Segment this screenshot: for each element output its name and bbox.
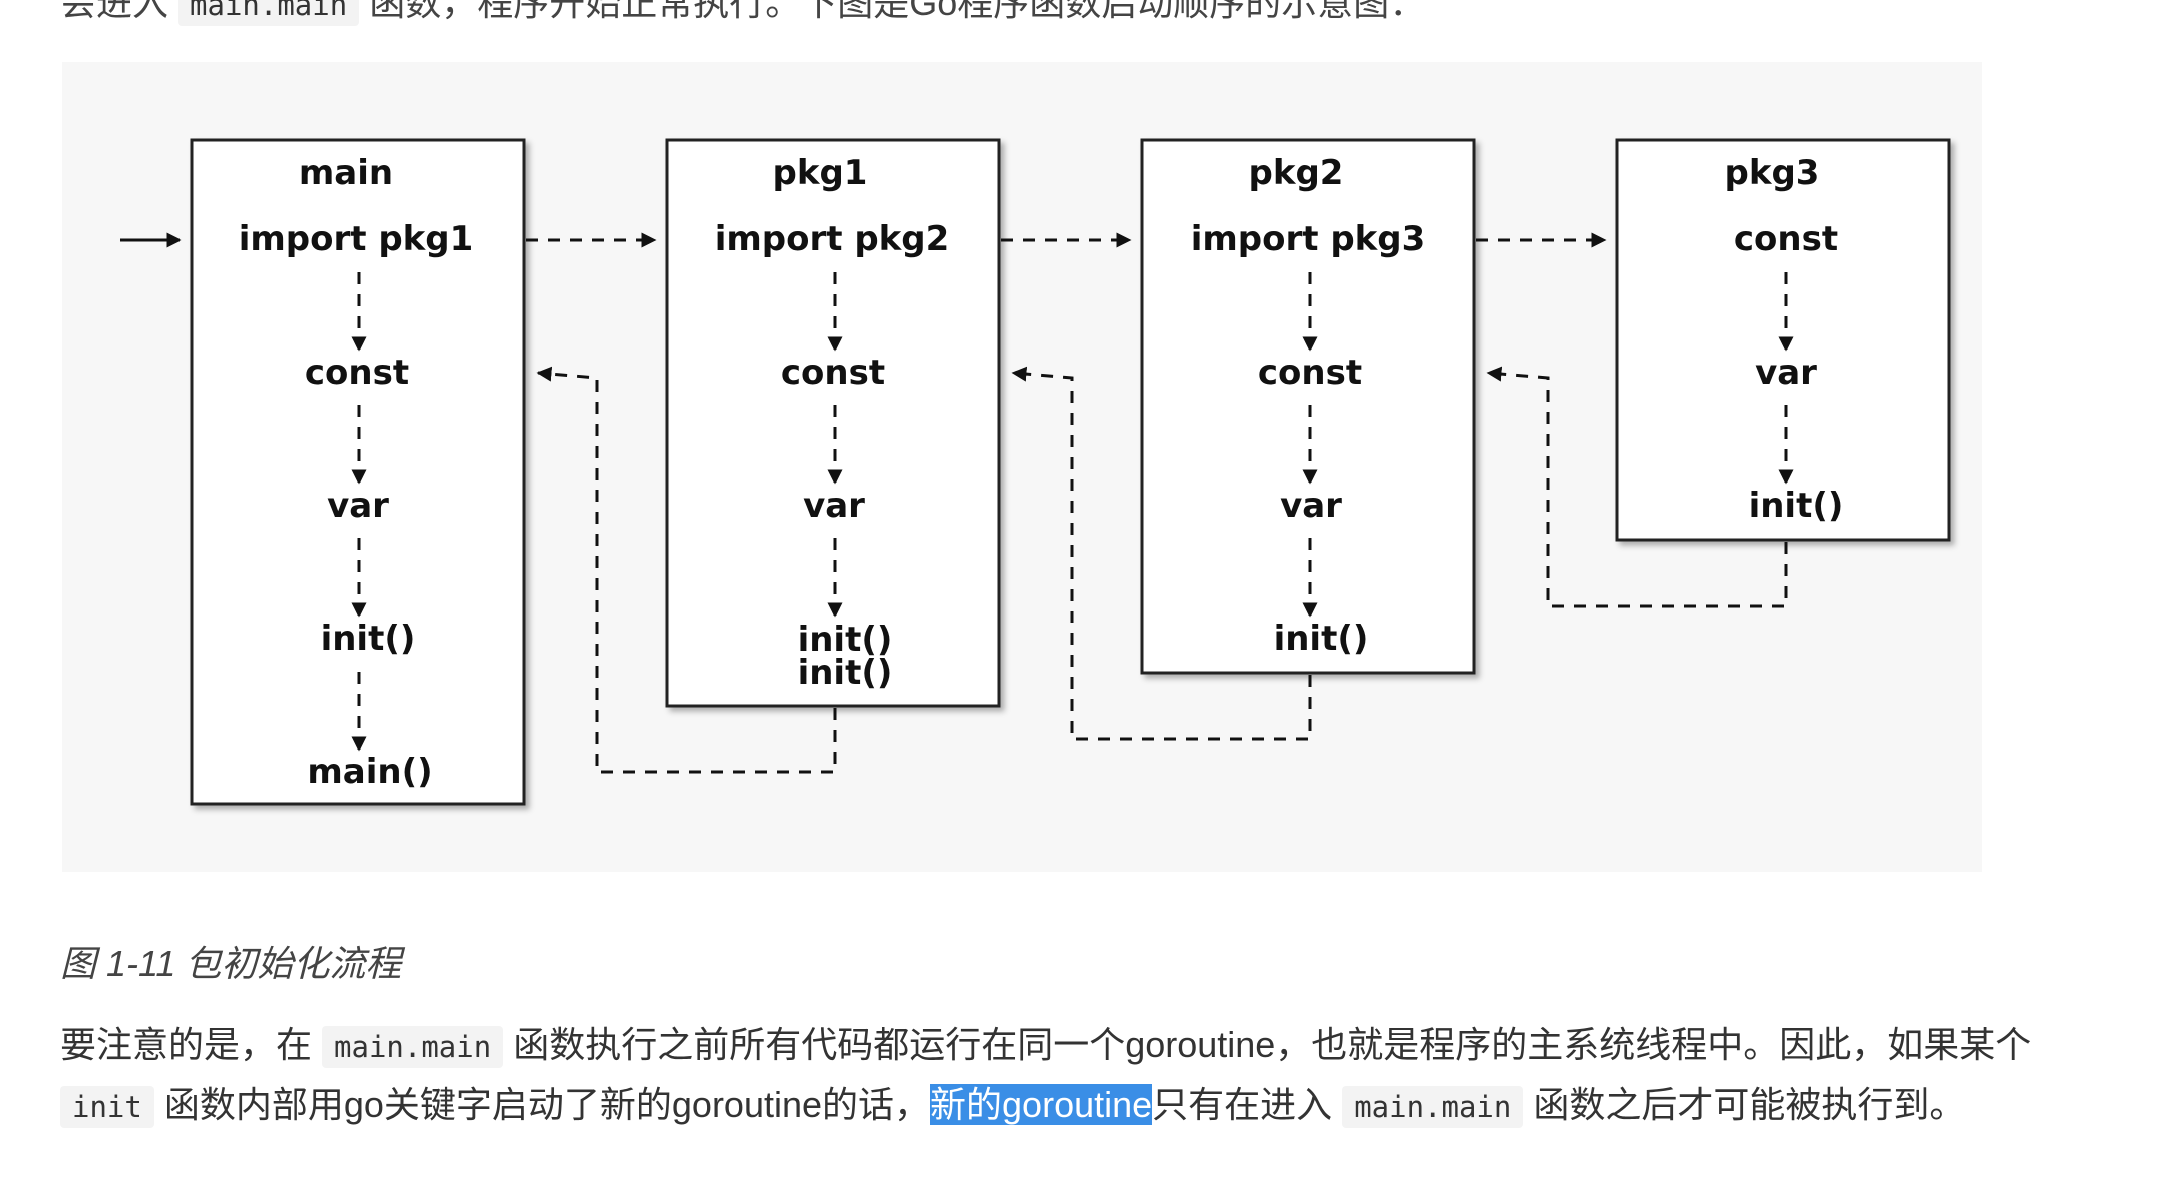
box-pkg2 <box>1140 138 1476 675</box>
inline-code-init: init <box>60 1086 154 1128</box>
intro-text-line: 会进入 main.main 函数，程序开始正常执行。下图是Go程序函数启动顺序的… <box>60 0 1425 26</box>
para-text-4: 只有在进入 <box>1152 1084 1333 1125</box>
return-arrow-pkg1-to-main <box>536 366 837 774</box>
para-text-3: 函数内部用go关键字启动了新的goroutine的话， <box>163 1084 931 1125</box>
para-text-1: 要注意的是，在 <box>60 1024 313 1065</box>
pkg1-item-import: import pkg2 <box>715 219 950 259</box>
main-item-init: init() <box>321 619 416 659</box>
main-item-main: main() <box>307 752 432 792</box>
pkg1-item-init-1: init() <box>798 620 893 660</box>
return-arrow-pkg2-to-pkg1 <box>1011 366 1312 741</box>
pkg1-title: pkg1 <box>773 153 868 193</box>
package-init-diagram: main import pkg1 const var init() main()… <box>120 138 1951 806</box>
inline-code-main-main: main.main <box>178 0 360 26</box>
pkg2-item-var: var <box>1280 486 1342 526</box>
body-paragraph: 要注意的是，在 main.main 函数执行之前所有代码都运行在同一个gorou… <box>60 1016 2040 1136</box>
inline-code-main-main-1: main.main <box>322 1026 504 1068</box>
para-text-2: 函数执行之前所有代码都运行在同一个goroutine，也就是程序的主系统线程中。… <box>513 1024 2032 1065</box>
intro-suffix: 函数，程序开始正常执行。下图是Go程序函数启动顺序的示意图： <box>369 0 1426 23</box>
pkg1-item-init-2: init() <box>798 653 893 693</box>
figure-caption: 图 1-11 包初始化流程 <box>60 943 402 984</box>
para-text-5: 函数之后才可能被执行到。 <box>1533 1084 1966 1125</box>
intro-prefix: 会进入 <box>60 0 169 23</box>
main-title: main <box>299 153 393 193</box>
pkg2-item-const: const <box>1258 353 1362 393</box>
pkg3-title: pkg3 <box>1725 153 1820 193</box>
pkg3-item-var: var <box>1755 353 1817 393</box>
inline-code-main-main-2: main.main <box>1342 1086 1524 1128</box>
pkg1-item-var: var <box>803 486 865 526</box>
main-item-import: import pkg1 <box>239 219 474 259</box>
return-arrow-pkg3-to-pkg2 <box>1486 366 1788 608</box>
selected-text-highlight[interactable]: 新的goroutine <box>930 1084 1153 1125</box>
pkg2-title: pkg2 <box>1249 153 1344 193</box>
main-item-const: const <box>305 353 409 393</box>
pkg3-item-const: const <box>1734 219 1838 259</box>
pkg3-item-init: init() <box>1749 486 1844 526</box>
pkg2-item-import: import pkg3 <box>1191 219 1426 259</box>
main-item-var: var <box>327 486 389 526</box>
box-pkg3 <box>1615 138 1951 542</box>
pkg2-item-init: init() <box>1274 619 1369 659</box>
pkg1-item-const: const <box>781 353 885 393</box>
